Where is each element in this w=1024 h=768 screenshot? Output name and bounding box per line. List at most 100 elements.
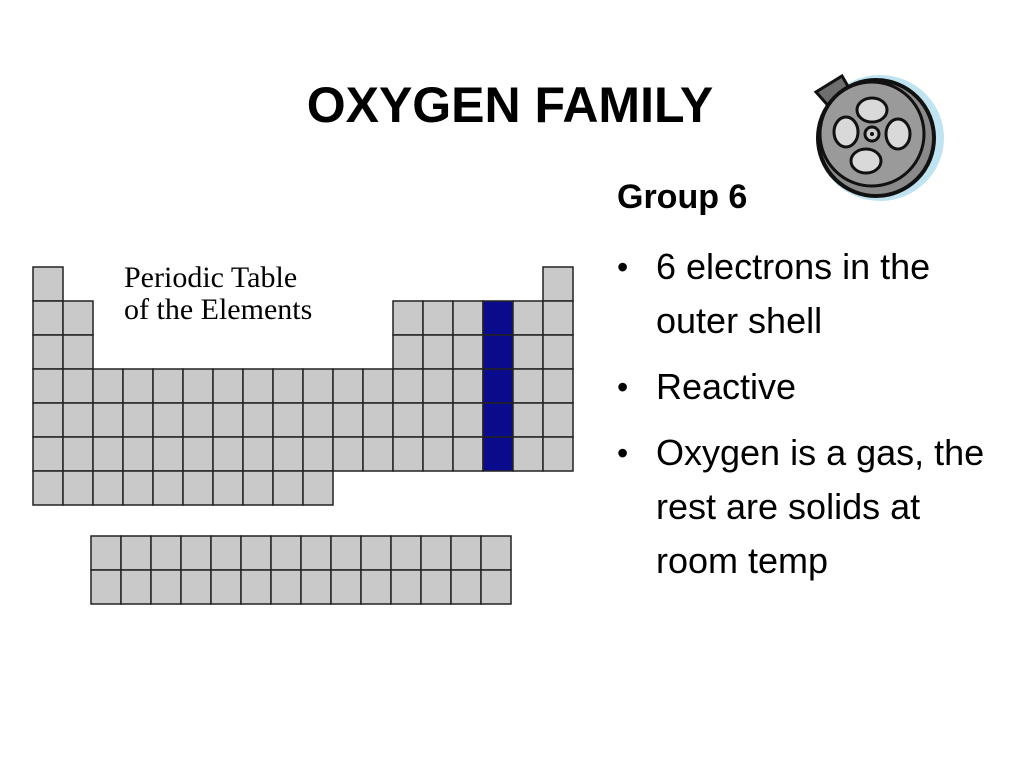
bullet-item: •6 electrons in the outer shell	[617, 240, 987, 348]
element-cell	[512, 334, 544, 370]
f-block-cell	[450, 535, 482, 571]
element-cell	[242, 402, 274, 438]
f-block-cell	[300, 569, 332, 605]
element-cell	[452, 402, 484, 438]
element-cell	[182, 368, 214, 404]
element-cell	[92, 436, 124, 472]
f-block-cell	[240, 569, 272, 605]
element-cell	[62, 334, 94, 370]
element-cell	[122, 368, 154, 404]
element-cell	[32, 402, 64, 438]
element-cell	[122, 470, 154, 506]
element-cell	[32, 470, 64, 506]
f-block-cell	[90, 535, 122, 571]
f-block-cell	[300, 535, 332, 571]
element-cell	[92, 402, 124, 438]
element-cell	[422, 334, 454, 370]
element-cell	[512, 368, 544, 404]
element-cell	[452, 300, 484, 336]
element-cell	[542, 402, 574, 438]
f-block-cell	[180, 535, 212, 571]
f-block-cell	[270, 569, 302, 605]
element-cell	[62, 436, 94, 472]
f-block-cell	[330, 535, 362, 571]
element-cell	[302, 402, 334, 438]
element-cell	[62, 300, 94, 336]
element-cell	[422, 402, 454, 438]
f-block-cell	[150, 535, 182, 571]
element-cell	[152, 402, 184, 438]
element-cell	[392, 334, 424, 370]
element-cell	[422, 436, 454, 472]
element-cell	[512, 402, 544, 438]
element-cell	[392, 436, 424, 472]
element-cell	[152, 470, 184, 506]
bullet-dot-icon: •	[617, 369, 629, 405]
f-block-cell	[90, 569, 122, 605]
bullet-dot-icon: •	[617, 249, 629, 285]
element-cell	[392, 300, 424, 336]
element-cell	[422, 300, 454, 336]
element-cell-group-6	[482, 402, 514, 438]
element-cell	[332, 368, 364, 404]
element-cell	[122, 436, 154, 472]
element-cell	[32, 334, 64, 370]
f-block-cell	[240, 535, 272, 571]
f-block-cell	[480, 535, 512, 571]
element-cell-group-6	[482, 436, 514, 472]
element-cell	[62, 368, 94, 404]
slide-title: OXYGEN FAMILY	[306, 77, 714, 133]
element-cell	[62, 402, 94, 438]
element-cell-group-6	[482, 300, 514, 336]
element-cell	[512, 436, 544, 472]
f-block-cell	[120, 569, 152, 605]
element-cell	[332, 402, 364, 438]
element-cell	[32, 436, 64, 472]
element-cell	[212, 402, 244, 438]
element-cell	[512, 300, 544, 336]
f-block-cell	[270, 535, 302, 571]
element-cell	[212, 436, 244, 472]
element-cell	[182, 470, 214, 506]
f-block-cell	[420, 569, 452, 605]
element-cell	[242, 368, 274, 404]
f-block-cell	[330, 569, 362, 605]
f-block-cell	[210, 535, 242, 571]
periodic-table-label: Periodic Table of the Elements	[124, 261, 313, 326]
element-cell	[32, 368, 64, 404]
element-cell	[152, 368, 184, 404]
element-cell	[452, 334, 484, 370]
element-cell	[122, 402, 154, 438]
element-cell	[332, 436, 364, 472]
element-cell	[182, 402, 214, 438]
element-cell	[392, 368, 424, 404]
bullet-dot-icon: •	[617, 435, 629, 471]
element-cell	[272, 436, 304, 472]
f-block-cell	[420, 535, 452, 571]
element-cell	[182, 436, 214, 472]
element-cell-group-6	[482, 368, 514, 404]
element-cell	[302, 368, 334, 404]
f-block-cell	[210, 569, 242, 605]
f-block-cell	[360, 535, 392, 571]
element-cell	[302, 436, 334, 472]
element-cell	[392, 402, 424, 438]
element-cell	[452, 436, 484, 472]
element-cell	[422, 368, 454, 404]
f-block-cell	[390, 535, 422, 571]
element-cell	[542, 368, 574, 404]
element-cell	[92, 470, 124, 506]
element-cell	[212, 470, 244, 506]
element-cell	[362, 368, 394, 404]
element-cell	[92, 368, 124, 404]
element-cell	[242, 436, 274, 472]
element-cell	[272, 470, 304, 506]
bullet-item: •Reactive	[617, 360, 987, 414]
element-cell	[542, 300, 574, 336]
element-cell	[62, 470, 94, 506]
element-cell	[452, 368, 484, 404]
element-cell	[242, 470, 274, 506]
element-cell	[272, 368, 304, 404]
f-block-cell	[390, 569, 422, 605]
film-reel-icon[interactable]	[804, 66, 950, 206]
